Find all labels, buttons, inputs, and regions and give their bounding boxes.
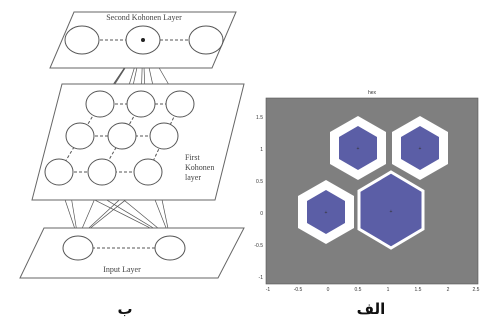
x-tick: 2.5 [473, 287, 480, 293]
y-tick: 1.5 [256, 115, 263, 121]
caption-right: الف [357, 300, 386, 318]
hex-cell-large: + [357, 170, 425, 250]
first-layer-node [165, 90, 195, 118]
first-layer-node [149, 122, 179, 150]
x-tick: 0.5 [355, 287, 362, 293]
x-tick: 1.5 [415, 287, 422, 293]
input-layer: Input Layer [19, 227, 245, 279]
caption-left: ب [117, 300, 132, 318]
first-layer-node [126, 90, 156, 118]
cell-marker: + [390, 209, 393, 215]
cell-marker: + [325, 210, 328, 216]
x-tick: -1 [266, 287, 271, 293]
second-layer-label: Second Kohonen Layer [106, 13, 182, 22]
y-tick: -0.5 [254, 243, 263, 249]
x-axis-ticks: -1 -0.5 0 0.5 1 1.5 2 2.5 [266, 287, 480, 293]
y-tick: 0 [260, 211, 263, 217]
x-tick: 1 [387, 287, 390, 293]
first-layer-node [44, 158, 74, 186]
plot-title: hex [368, 90, 377, 96]
cell-marker: + [357, 146, 360, 152]
hex-plot: hex + + + + -1 -0.5 0 0.5 1 1 [254, 90, 479, 293]
active-node-dot [141, 38, 145, 42]
first-layer-label-line-2: Kohonen [185, 163, 214, 172]
first-layer-label-line-1: First [185, 153, 200, 162]
input-node-1 [62, 235, 94, 261]
first-layer-node [133, 158, 163, 186]
second-layer-node-3 [188, 25, 224, 55]
hex-cell: + [392, 116, 448, 180]
first-layer-node [85, 90, 115, 118]
x-tick: 0 [327, 287, 330, 293]
first-layer-node [65, 122, 95, 150]
input-layer-label: Input Layer [103, 265, 141, 274]
hex-cell: + [330, 116, 386, 180]
first-layer-label-line-3: layer [185, 173, 201, 182]
x-tick: 2 [447, 287, 450, 293]
kohonen-network-diagram: Second Kohonen Layer First Kohonen [19, 11, 245, 279]
y-tick: 0.5 [256, 179, 263, 185]
second-layer-node-1 [64, 25, 100, 55]
cell-marker: + [419, 146, 422, 152]
first-layer-node [87, 158, 117, 186]
hex-cell: + [298, 180, 354, 244]
x-tick: -0.5 [294, 287, 303, 293]
input-node-2 [154, 235, 186, 261]
y-tick: -1 [259, 275, 264, 281]
y-tick: 1 [260, 147, 263, 153]
first-kohonen-layer: First Kohonen layer [31, 83, 245, 201]
first-layer-node [107, 122, 137, 150]
second-kohonen-layer: Second Kohonen Layer [49, 11, 237, 69]
y-axis-ticks: 1.5 1 0.5 0 -0.5 -1 [254, 115, 263, 281]
